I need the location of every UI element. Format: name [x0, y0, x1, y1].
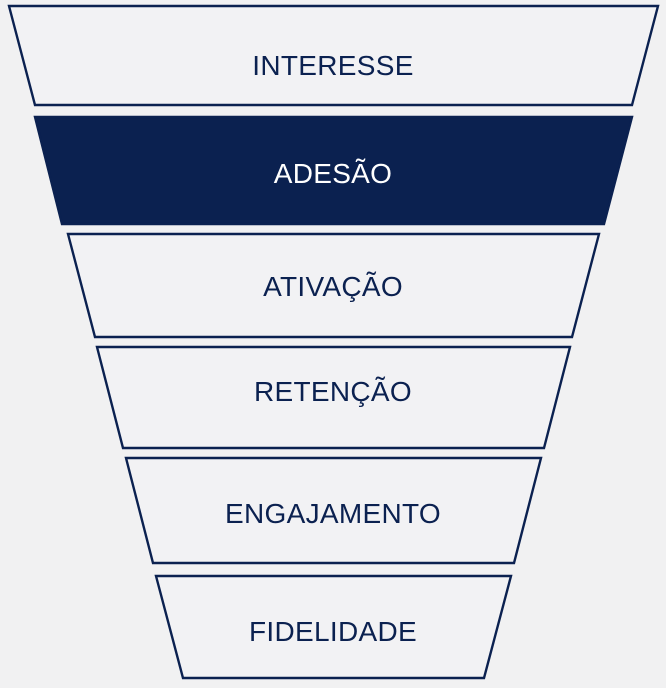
funnel-stage-shape	[124, 456, 543, 565]
funnel-stage-adesao: ADESÃO	[33, 115, 634, 226]
funnel-stage-label: ENGAJAMENTO	[225, 498, 441, 529]
funnel-stage-shape	[33, 115, 634, 226]
funnel-stage-shape	[66, 232, 601, 339]
funnel-stage-interesse: INTERESSE	[7, 4, 660, 107]
funnel-stage-fidelidade: FIDELIDADE	[154, 574, 513, 680]
funnel-stage-engajamento: ENGAJAMENTO	[124, 456, 543, 565]
funnel-stage-label: ATIVAÇÃO	[263, 271, 403, 302]
funnel-stage-label: ADESÃO	[274, 158, 393, 189]
funnel-stage-retencao: RETENÇÃO	[95, 345, 572, 450]
funnel-stage-label: RETENÇÃO	[254, 376, 412, 407]
funnel-stage-shape	[7, 4, 660, 107]
funnel-stage-shape	[95, 345, 572, 450]
funnel-stage-ativacao: ATIVAÇÃO	[66, 232, 601, 339]
funnel-stage-label: INTERESSE	[252, 50, 413, 81]
funnel-stage-shape	[154, 574, 513, 680]
funnel-stage-label: FIDELIDADE	[249, 616, 417, 647]
